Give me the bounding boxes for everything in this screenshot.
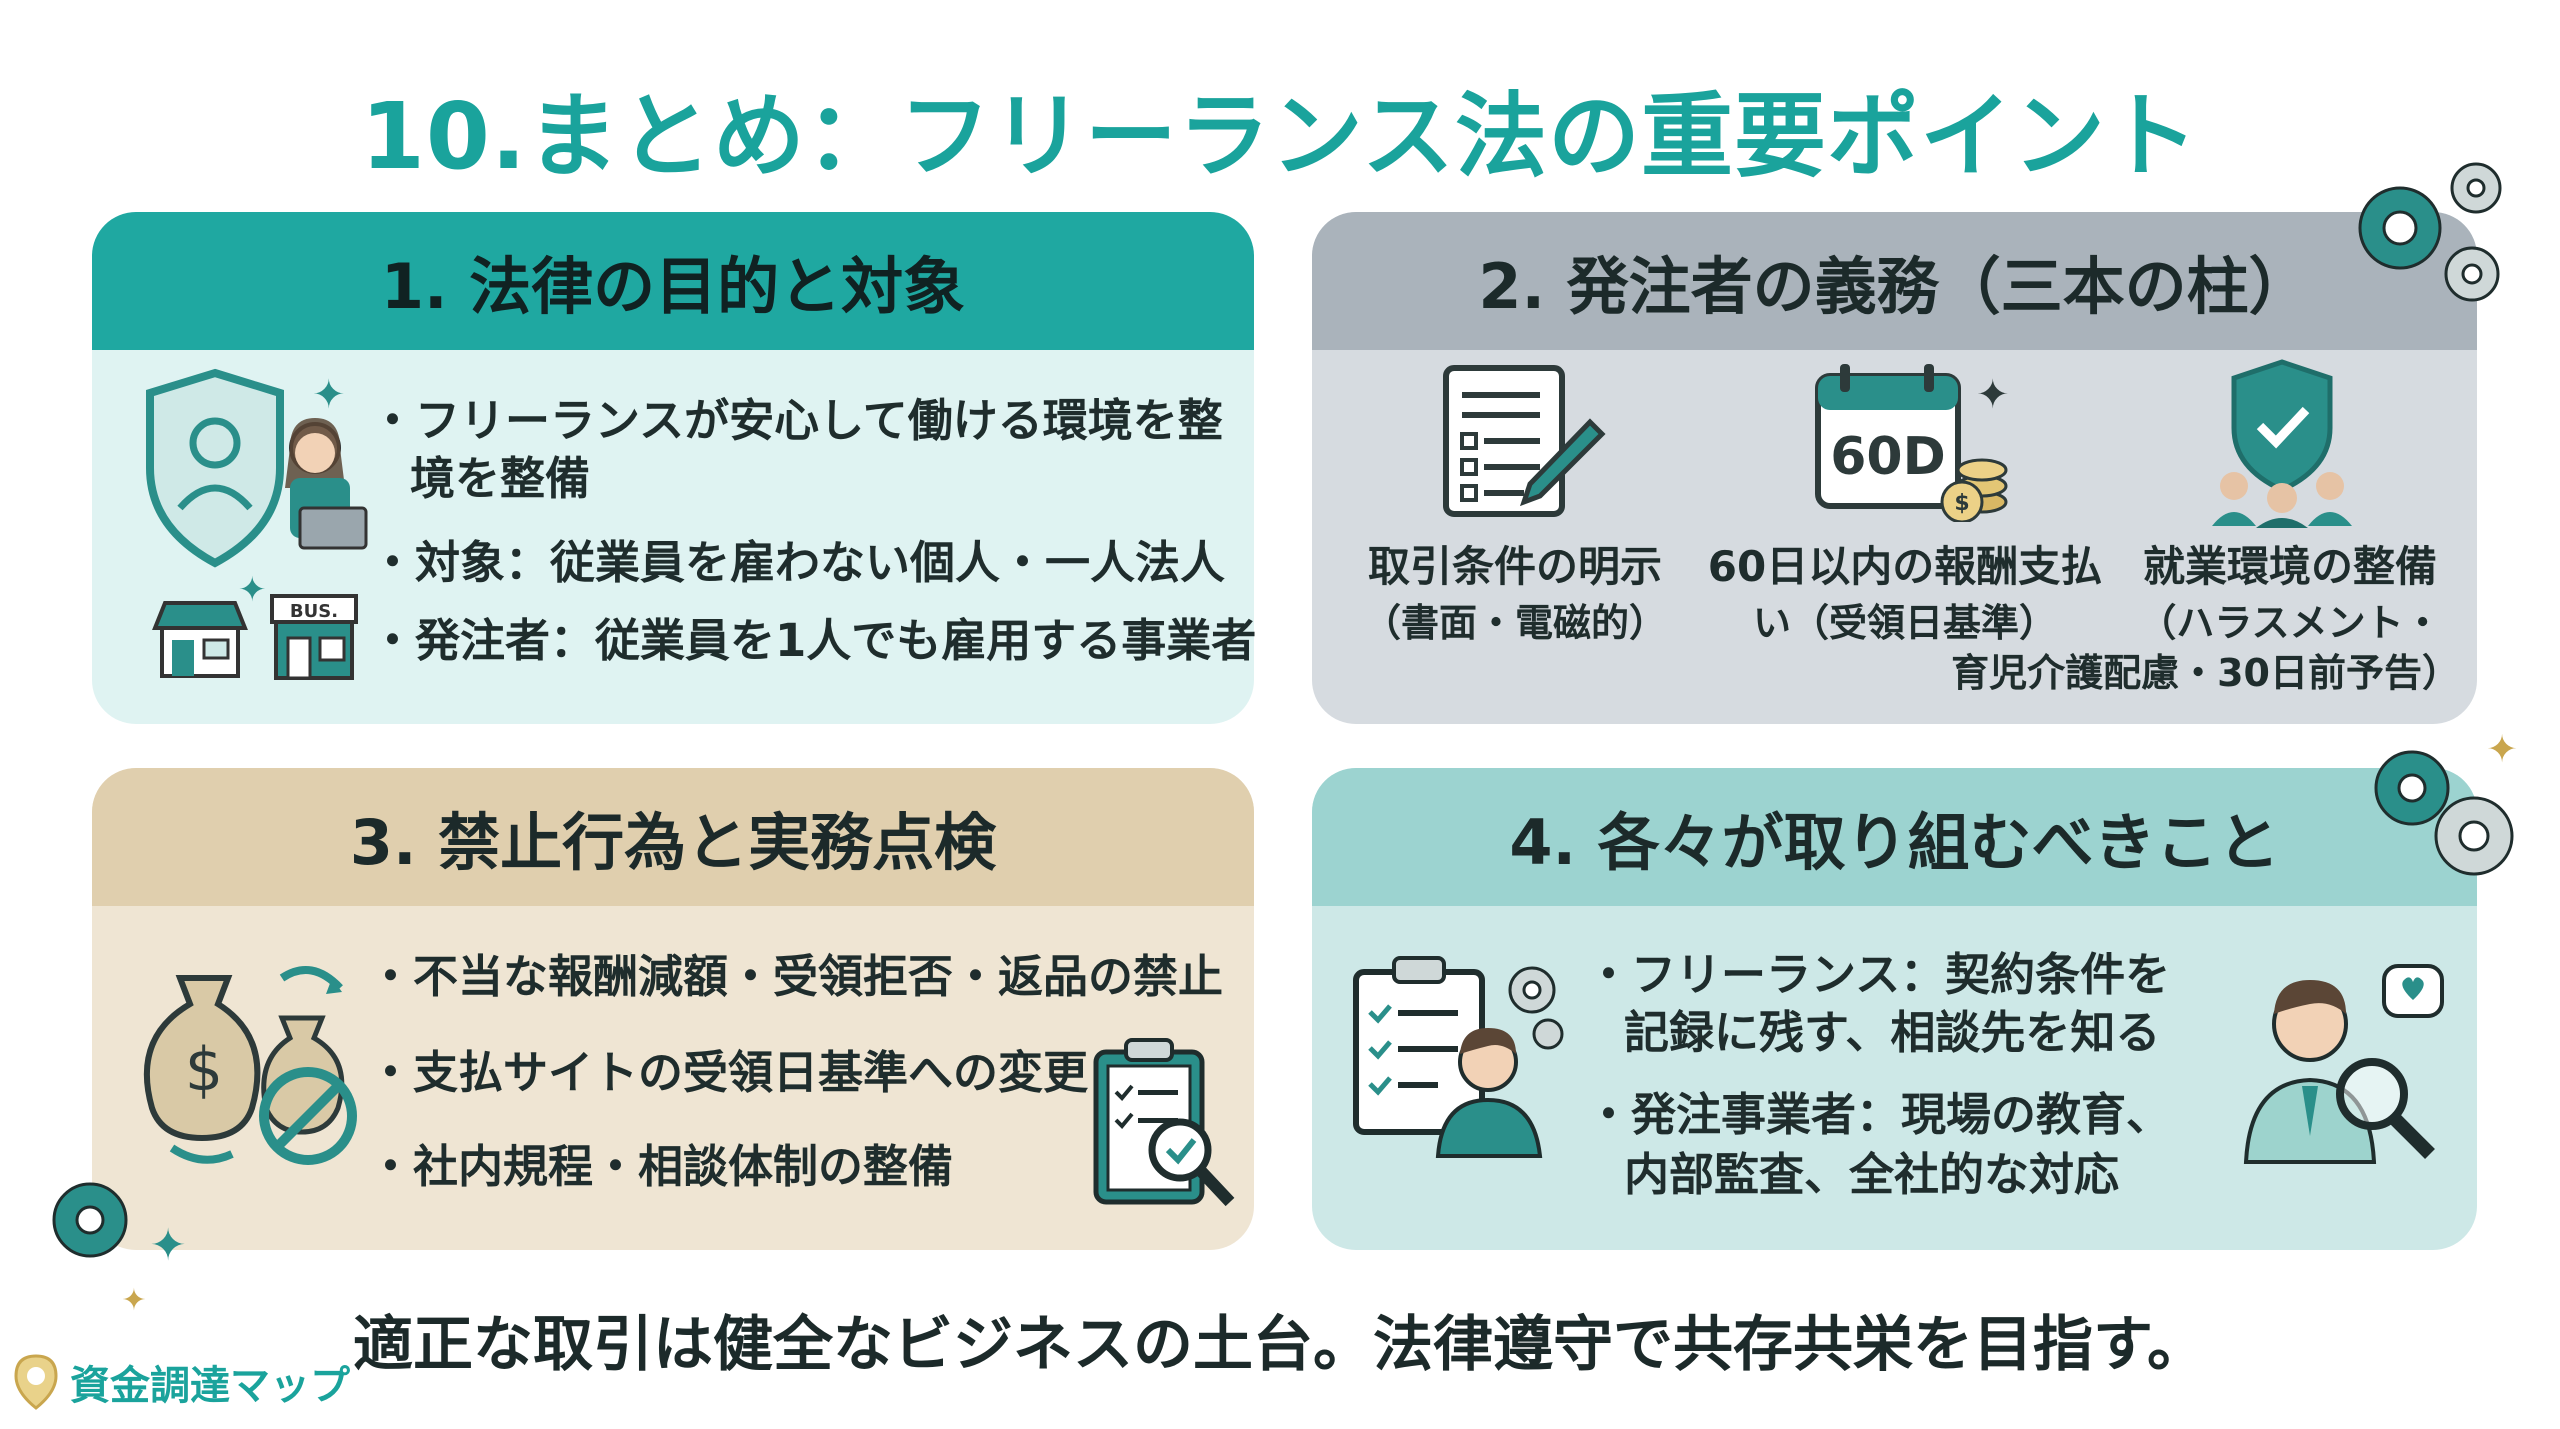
svg-text:$: $	[1954, 491, 1969, 516]
advisor-magnifier-icon	[2243, 964, 2444, 1164]
list-item: ・不当な報酬減額・受領拒否・返品の禁止	[368, 950, 1224, 1003]
brand-logo: 資金調達マップ	[12, 1352, 350, 1412]
shop-icon	[152, 601, 248, 678]
sparkle-icon: ✦	[238, 570, 267, 610]
sparkle-icon: ✦	[1976, 372, 2010, 418]
list-item: ・社内規程・相談体制の整備	[368, 1140, 954, 1193]
bus-shop-icon: BUS.	[270, 594, 358, 680]
list-item: ・フリーランス：契約条件を	[1586, 948, 2171, 1001]
logo-text: 資金調達マップ	[70, 1363, 350, 1409]
list-item: 境を整備	[410, 452, 591, 505]
list-item: ・支払サイトの受領日基準への変更	[368, 1046, 1089, 1099]
pillar-sublabel: （書面・電磁的）	[1362, 601, 1667, 645]
svg-text:✦: ✦	[150, 1220, 187, 1271]
gear-sparkle-icon: ✦ ✦	[52, 1182, 187, 1318]
list-item: ・フリーランスが安心して働ける環境を整	[370, 394, 1223, 447]
card-heading: 2. 発注者の義務（三本の柱）	[1312, 212, 2477, 350]
page-title: 10.まとめ：フリーランス法の重要ポイント	[360, 83, 2200, 190]
money-bag-prohibited-icon: $	[143, 966, 357, 1165]
pillar-sublabel: い（受領日基準）	[1752, 601, 2057, 645]
list-item: ・発注者：従業員を1人でも雇用する事業者	[370, 614, 1257, 667]
sparkle-icon: ✦	[312, 372, 346, 418]
shield-person-icon	[146, 368, 368, 568]
svg-text:✦: ✦	[2486, 732, 2518, 771]
list-item: 記録に残す、相談先を知る	[1624, 1006, 2161, 1059]
svg-text:✦: ✦	[121, 1283, 146, 1318]
gears-icon: ✦	[2374, 732, 2518, 876]
list-item: ・対象：従業員を雇わない個人・一人法人	[370, 536, 1226, 589]
document-checklist-icon	[1443, 365, 1606, 517]
map-pin-icon	[14, 1354, 58, 1410]
pillar-sublabel: （ハラスメント・	[2138, 601, 2442, 645]
checklist-person-icon	[1353, 956, 1564, 1158]
card-prohibitions: 3. 禁止行為と実務点検	[92, 768, 1254, 1250]
gears-icon	[2358, 162, 2502, 302]
bus-sign-text: BUS.	[290, 601, 338, 622]
card-heading: 3. 禁止行為と実務点検	[92, 768, 1254, 906]
list-item: 内部監査、全社的な対応	[1624, 1148, 2120, 1201]
list-item: ・発注事業者：現場の教育、	[1586, 1088, 2172, 1141]
pillar-sublabel: 育児介護配慮・30日前予告）	[1951, 651, 2460, 695]
pillar-label: 60日以内の報酬支払	[1707, 542, 2103, 591]
card-heading: 1. 法律の目的と対象	[92, 212, 1254, 350]
shield-people-icon	[2212, 359, 2352, 528]
clipboard-magnifier-icon	[1093, 1038, 1235, 1207]
pillar-label: 就業環境の整備	[2142, 542, 2437, 591]
card-heading: 4. 各々が取り組むべきこと	[1312, 768, 2477, 906]
calendar-text: 60D	[1830, 427, 1946, 487]
calendar-60d-icon: 60D $	[1815, 364, 2008, 522]
svg-text:$: $	[185, 1035, 223, 1105]
pillar-label: 取引条件の明示	[1367, 542, 1662, 591]
footer-message: 適正な取引は健全なビジネスの土台。法律遵守で共存共栄を目指す。	[353, 1310, 2207, 1380]
